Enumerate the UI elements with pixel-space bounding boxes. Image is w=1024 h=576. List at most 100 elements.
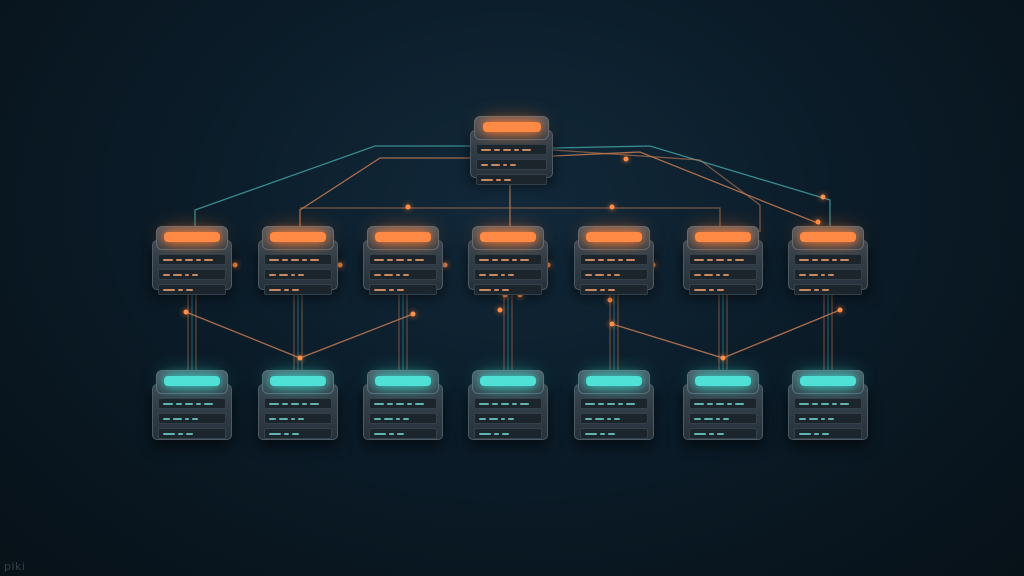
node-row — [580, 269, 648, 280]
row-mark — [374, 288, 386, 291]
node-row — [689, 398, 757, 409]
node-row — [474, 254, 542, 265]
bottom-node-2[interactable] — [258, 370, 338, 440]
row-mark — [494, 288, 499, 291]
row-mark — [598, 402, 604, 405]
row-mark — [585, 273, 592, 276]
row-mark — [196, 258, 201, 261]
mid-node-5[interactable] — [574, 226, 654, 295]
bottom-node-4[interactable] — [468, 370, 548, 440]
row-mark — [618, 258, 623, 261]
row-mark — [163, 402, 173, 405]
row-mark — [291, 402, 299, 405]
status-light — [480, 232, 536, 242]
row-mark — [269, 432, 281, 435]
row-mark — [510, 163, 516, 166]
row-mark — [176, 402, 182, 405]
row-mark — [822, 288, 829, 291]
node-row — [369, 254, 437, 265]
connection-dot — [337, 262, 343, 268]
connection-dot — [442, 262, 448, 268]
connection-dot — [837, 307, 843, 313]
row-mark — [173, 417, 182, 420]
row-mark — [269, 417, 276, 420]
status-light — [800, 232, 856, 242]
connection-dot — [720, 355, 726, 361]
row-mark — [185, 273, 189, 276]
node-row — [369, 413, 437, 424]
watermark: piki — [4, 560, 26, 573]
row-mark — [608, 288, 615, 291]
row-mark — [520, 258, 529, 261]
row-mark — [717, 432, 724, 435]
row-mark — [163, 273, 170, 276]
node-row — [369, 269, 437, 280]
node-row — [689, 413, 757, 424]
row-mark — [709, 288, 714, 291]
node-row — [158, 398, 226, 409]
row-mark — [374, 432, 386, 435]
row-mark — [310, 258, 319, 261]
wire-cross-right — [611, 309, 841, 359]
mid-node-3[interactable] — [363, 226, 443, 295]
node-rows — [794, 254, 862, 295]
node-row — [476, 159, 547, 170]
row-mark — [163, 432, 175, 435]
row-mark — [840, 402, 849, 405]
row-mark — [512, 402, 517, 405]
mid-node-1[interactable] — [152, 226, 232, 295]
row-mark — [403, 273, 409, 276]
mid-node-7[interactable] — [788, 226, 868, 295]
row-mark — [291, 417, 295, 420]
status-light — [800, 376, 856, 386]
row-mark — [501, 258, 509, 261]
bottom-node-7[interactable] — [788, 370, 868, 440]
row-mark — [374, 258, 384, 261]
row-mark — [479, 273, 486, 276]
root-node[interactable] — [470, 116, 553, 185]
row-mark — [396, 258, 404, 261]
mid-node-4[interactable] — [468, 226, 548, 295]
node-row — [794, 254, 862, 265]
row-mark — [481, 148, 491, 151]
row-mark — [508, 273, 514, 276]
row-mark — [503, 148, 511, 151]
row-mark — [607, 402, 615, 405]
row-mark — [489, 417, 498, 420]
row-mark — [727, 258, 732, 261]
bottom-node-5[interactable] — [574, 370, 654, 440]
row-mark — [489, 273, 498, 276]
mid-node-6[interactable] — [683, 226, 763, 295]
row-mark — [694, 288, 706, 291]
mid-node-2[interactable] — [258, 226, 338, 295]
row-mark — [821, 402, 829, 405]
status-light — [482, 122, 541, 132]
node-row — [689, 254, 757, 265]
row-mark — [298, 417, 304, 420]
row-mark — [387, 258, 393, 261]
row-mark — [407, 258, 412, 261]
bottom-node-6[interactable] — [683, 370, 763, 440]
row-mark — [387, 402, 393, 405]
row-mark — [279, 417, 288, 420]
node-row — [474, 398, 542, 409]
bottom-node-3[interactable] — [363, 370, 443, 440]
row-mark — [491, 163, 500, 166]
row-mark — [585, 288, 597, 291]
node-rows — [689, 254, 757, 295]
row-mark — [727, 402, 732, 405]
connection-dot — [623, 156, 629, 162]
node-rows — [689, 398, 757, 439]
row-mark — [204, 258, 213, 261]
connection-dot — [183, 309, 189, 315]
node-row — [264, 284, 332, 295]
status-light — [586, 232, 642, 242]
wire-cross-left — [185, 311, 414, 359]
row-mark — [520, 402, 529, 405]
node-rows — [369, 254, 437, 295]
connection-dot — [502, 292, 508, 298]
node-rows — [264, 398, 332, 439]
bottom-node-1[interactable] — [152, 370, 232, 440]
node-rows — [580, 254, 648, 295]
